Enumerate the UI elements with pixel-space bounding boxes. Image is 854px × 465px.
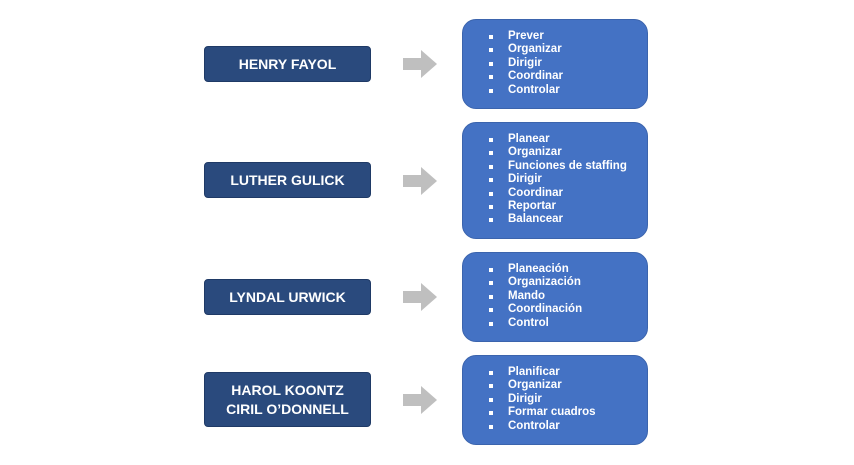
right-arrow-icon [403,50,437,78]
functions-box: Planeación Organización Mando Coordinaci… [462,252,648,342]
author-name: HENRY FAYOL [238,55,337,72]
function-item: Dirigir [489,57,647,70]
author-name: HAROL KOONTZ [231,381,344,398]
right-arrow-icon [403,283,437,311]
function-item: Controlar [489,84,647,97]
author-name: LUTHER GULICK [230,171,345,188]
function-item: Balancear [489,213,647,226]
author-box: HENRY FAYOL [204,46,371,82]
function-item: Control [489,317,647,330]
right-arrow-icon [403,167,437,195]
function-item: Prever [489,30,647,43]
function-item: Organización [489,276,647,289]
function-item: Organizar [489,379,647,392]
function-item: Funciones de staffing [489,160,647,173]
function-item: Planear [489,133,647,146]
functions-box: Planear Organizar Funciones de staffing … [462,122,648,239]
function-item: Organizar [489,43,647,56]
right-arrow-icon [403,386,437,414]
function-item: Controlar [489,420,647,433]
function-item: Planificar [489,366,647,379]
author-box: LUTHER GULICK [204,162,371,198]
author-name: CIRIL O’DONNELL [226,400,349,417]
function-item: Dirigir [489,393,647,406]
function-item: Organizar [489,146,647,159]
function-item: Dirigir [489,173,647,186]
author-box: LYNDAL URWICK [204,279,371,315]
function-item: Coordinar [489,187,647,200]
function-item: Planeación [489,263,647,276]
function-item: Coordinación [489,303,647,316]
function-item: Coordinar [489,70,647,83]
author-name: LYNDAL URWICK [229,288,346,305]
function-item: Mando [489,290,647,303]
functions-box: Planificar Organizar Dirigir Formar cuad… [462,355,648,445]
function-item: Reportar [489,200,647,213]
function-item: Formar cuadros [489,406,647,419]
functions-box: Prever Organizar Dirigir Coordinar Contr… [462,19,648,109]
author-box: HAROL KOONTZ CIRIL O’DONNELL [204,372,371,427]
